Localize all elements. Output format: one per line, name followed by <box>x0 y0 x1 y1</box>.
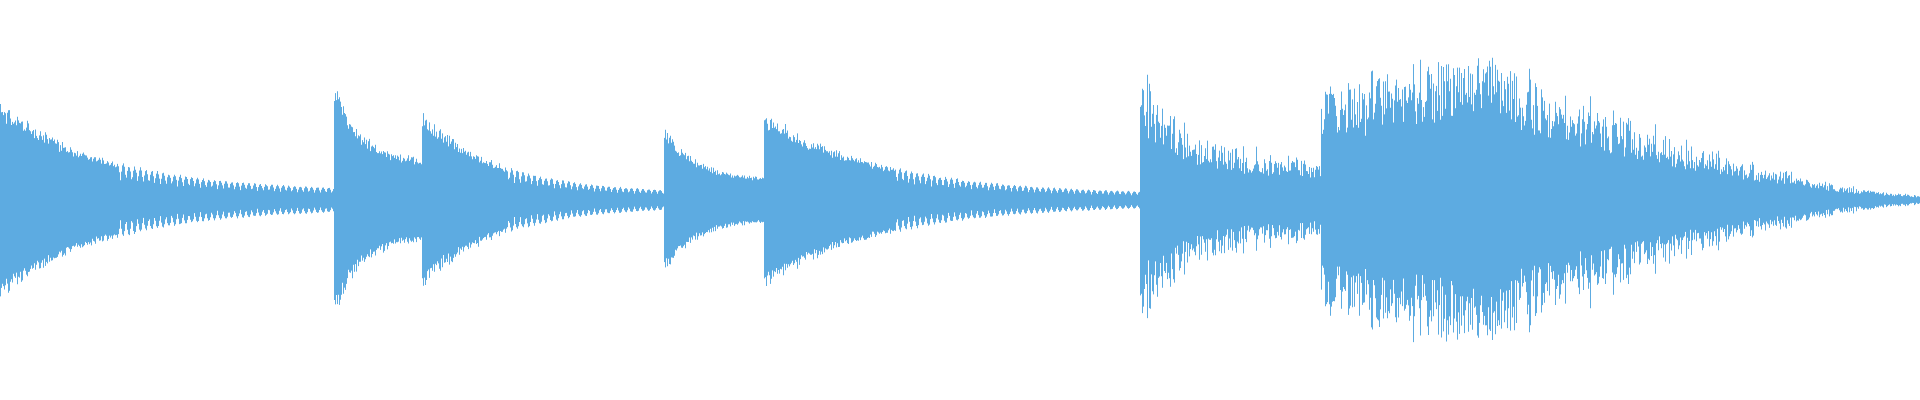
waveform-graphic <box>0 57 1920 343</box>
audio-waveform <box>0 57 1920 343</box>
